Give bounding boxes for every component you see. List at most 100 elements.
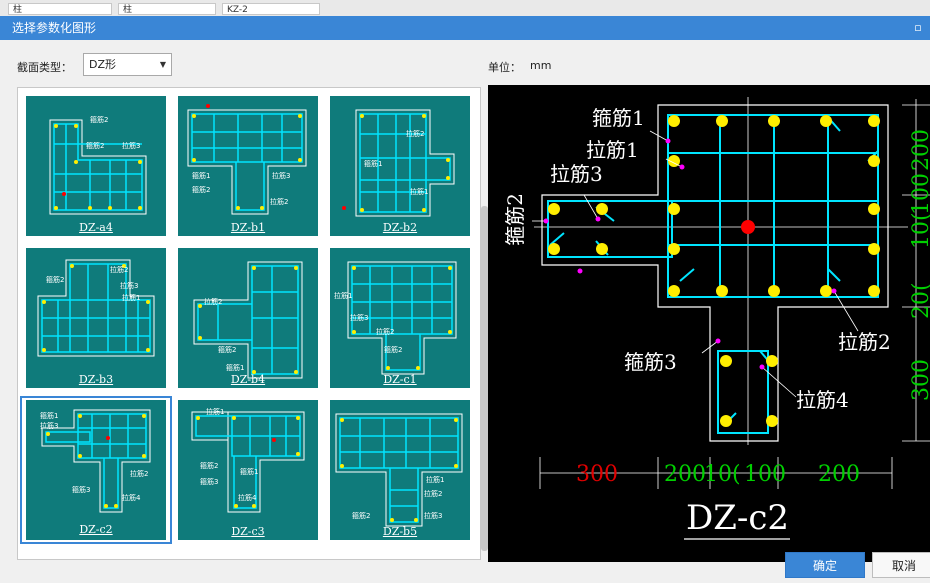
cancel-button[interactable]: 取消 (872, 552, 930, 578)
svg-text:拉筋3: 拉筋3 (122, 141, 140, 150)
svg-text:箍筋2: 箍筋2 (384, 345, 402, 354)
section-outline (541, 104, 889, 442)
unit-label: 单位： (488, 61, 521, 74)
svg-text:拉筋1: 拉筋1 (122, 293, 140, 302)
gallery-scrollbar[interactable] (481, 206, 488, 551)
dim-200b-bottom: 200 (818, 462, 860, 487)
shape-tile-dz-b5[interactable]: 拉筋1 拉筋2 箍筋2 拉筋3 DZ-b5 (324, 396, 476, 544)
shape-thumbnail: 拉筋1 拉筋2 箍筋2 拉筋3 (330, 400, 470, 540)
svg-text:箍筋2: 箍筋2 (46, 275, 64, 284)
svg-text:箍筋2: 箍筋2 (86, 141, 104, 150)
svg-text:拉筋3: 拉筋3 (120, 281, 138, 290)
svg-text:拉筋2: 拉筋2 (424, 489, 442, 498)
background-field: 柱 (8, 3, 112, 15)
svg-text:箍筋2: 箍筋2 (352, 511, 370, 520)
dim-300-right: 300 (909, 359, 930, 401)
shape-thumbnail-drawing: 箍筋1 拉筋3 箍筋2 拉筋2 (187, 104, 307, 215)
shape-thumbnail: 箍筋2 箍筋2 拉筋3 (26, 96, 166, 236)
label-stirrup-3: 箍筋3 (624, 350, 677, 374)
background-window-strip: 柱 柱 KZ-2 (0, 0, 930, 16)
shape-tile-dz-a4[interactable]: 箍筋2 箍筋2 拉筋3 DZ-a4 (20, 92, 172, 240)
svg-text:箍筋3: 箍筋3 (72, 485, 90, 494)
shape-thumbnail: 箍筋1 拉筋3 箍筋2 拉筋2 (178, 96, 318, 236)
svg-text:箍筋2: 箍筋2 (90, 115, 108, 124)
shape-thumbnail-drawing: 拉筋1 箍筋2 箍筋1 箍筋3 拉筋4 (191, 407, 305, 513)
dim-200-bottom: 200 (664, 462, 706, 487)
chevron-down-icon: ▼ (159, 60, 166, 69)
maximize-icon[interactable]: ▫ (914, 21, 922, 34)
shape-thumbnail-drawing: 拉筋1 拉筋2 箍筋2 拉筋3 (335, 413, 463, 527)
svg-text:箍筋1: 箍筋1 (40, 411, 58, 420)
bottom-dimension-lines (539, 457, 893, 489)
shape-name: DZ-c3 (231, 525, 265, 538)
svg-text:拉筋1: 拉筋1 (206, 407, 224, 416)
label-tie-3: 拉筋3 (550, 162, 603, 186)
rebar-points (548, 115, 880, 427)
shape-thumbnail: 拉筋1 箍筋2 箍筋1 箍筋3 拉筋4 (178, 400, 318, 540)
leader-points (543, 138, 837, 370)
svg-text:拉筋1: 拉筋1 (426, 475, 444, 484)
center-point (741, 220, 755, 234)
svg-text:拉筋1: 拉筋1 (410, 187, 428, 196)
dim-100-bottom: 10( (704, 462, 741, 487)
ok-button[interactable]: 确定 (785, 552, 865, 578)
dim-10-right: 10( (909, 212, 930, 249)
svg-text:拉筋4: 拉筋4 (122, 493, 141, 502)
label-stirrup-1: 箍筋1 (592, 106, 645, 130)
svg-text:拉筋3: 拉筋3 (40, 421, 58, 430)
label-tie-2: 拉筋2 (838, 330, 891, 354)
shape-tile-dz-b1[interactable]: 箍筋1 拉筋3 箍筋2 拉筋2 DZ-b1 (172, 92, 324, 240)
shape-name: DZ-b3 (78, 373, 114, 386)
dialog-title: 选择参数化图形 (12, 21, 97, 35)
dim-100-right: 100 (909, 173, 930, 215)
shape-tile-dz-c3[interactable]: 拉筋1 箍筋2 箍筋1 箍筋3 拉筋4 DZ-c3 (172, 396, 324, 544)
shape-name: DZ-b4 (230, 373, 266, 386)
svg-text:箍筋1: 箍筋1 (364, 159, 382, 168)
section-type-label: 截面类型： (17, 61, 72, 74)
svg-text:箍筋1: 箍筋1 (192, 171, 210, 180)
preview-title: DZ-c2 (686, 498, 789, 538)
svg-text:箍筋1: 箍筋1 (240, 467, 258, 476)
shape-name: DZ-c1 (383, 373, 417, 386)
svg-text:箍筋2: 箍筋2 (192, 185, 210, 194)
dialog-title-bar: 选择参数化图形 ▫ (0, 16, 930, 40)
svg-text:箍筋2: 箍筋2 (200, 461, 218, 470)
svg-text:拉筋3: 拉筋3 (272, 171, 290, 180)
svg-text:箍筋3: 箍筋3 (200, 477, 218, 486)
right-dimension-lines (902, 99, 930, 442)
label-tie-4: 拉筋4 (796, 388, 849, 412)
shape-name: DZ-b5 (382, 525, 418, 538)
dim-300-bottom: 300 (576, 462, 618, 487)
svg-text:拉筋2: 拉筋2 (204, 297, 222, 306)
shape-name: DZ-b1 (230, 221, 266, 234)
dim-20-right: 20( (909, 282, 930, 319)
dim-200-right: 200 (909, 129, 930, 171)
shape-name: DZ-a4 (79, 221, 113, 234)
background-field: KZ-2 (222, 3, 320, 15)
svg-text:拉筋2: 拉筋2 (270, 197, 288, 206)
dim-100b-bottom: 100 (744, 462, 786, 487)
background-field: 柱 (118, 3, 216, 15)
svg-text:拉筋3: 拉筋3 (424, 511, 442, 520)
shape-thumbnail-drawing: 箍筋2 箍筋2 拉筋3 (49, 115, 147, 215)
label-tie-1: 拉筋1 (586, 138, 639, 162)
section-type-select[interactable]: DZ形 ▼ (83, 53, 172, 76)
label-stirrup-2: 箍筋2 (503, 193, 527, 246)
svg-text:拉筋4: 拉筋4 (238, 493, 257, 502)
svg-text:拉筋1: 拉筋1 (334, 291, 352, 300)
